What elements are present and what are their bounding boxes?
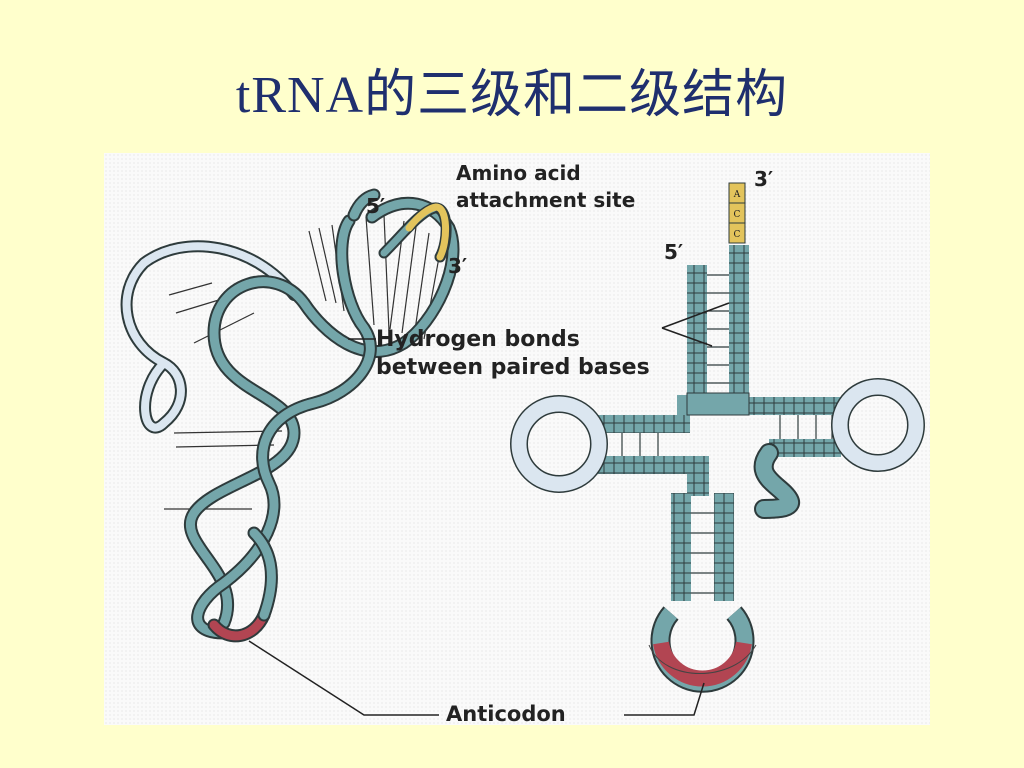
d-arm-top [594,415,690,433]
acceptor-stem-bonds [707,274,729,384]
label-amino-acid-2: attachment site [456,188,635,212]
acceptor-stem-left [687,265,707,395]
t-arm-bonds [779,415,833,439]
d-arm-bonds [603,433,659,456]
acceptor-tip: A C C [728,182,746,244]
acceptor-base-2: C [734,210,741,220]
tertiary-structure [120,188,460,643]
anticodon-bases [653,641,752,687]
trna-figure: A C C [104,153,930,725]
backbone-strand-a [184,196,460,630]
label-3prime-left: 3′ [448,254,467,278]
acceptor-stem-right [729,245,749,395]
secondary-structure: A C C [510,182,925,693]
anticodon-stem-left [671,493,691,601]
label-hydrogen-2: between paired bases [376,355,650,380]
label-amino-acid-1: Amino acid [456,161,581,185]
central-junction [686,392,750,416]
trna-diagram: A C C [120,161,925,725]
slide-title: tRNA的三级和二级结构 [235,67,789,124]
label-3prime-right: 3′ [754,167,773,191]
anticodon-bracket [648,644,757,674]
leader-lines [248,302,730,716]
label-5prime-right: 5′ [664,240,683,264]
anticodon-stem-right [714,493,734,601]
anticodon-stem-bonds [691,512,714,594]
d-arm-bottom [594,456,690,474]
acceptor-base-3: C [734,230,741,240]
t-arm-bottom [769,439,841,457]
label-hydrogen-1: Hydrogen bonds [376,327,580,352]
label-anticodon: Anticodon [446,702,566,725]
label-5prime-left: 5′ [366,194,385,218]
t-arm-top [749,397,841,415]
acceptor-base-1: A [733,190,741,200]
